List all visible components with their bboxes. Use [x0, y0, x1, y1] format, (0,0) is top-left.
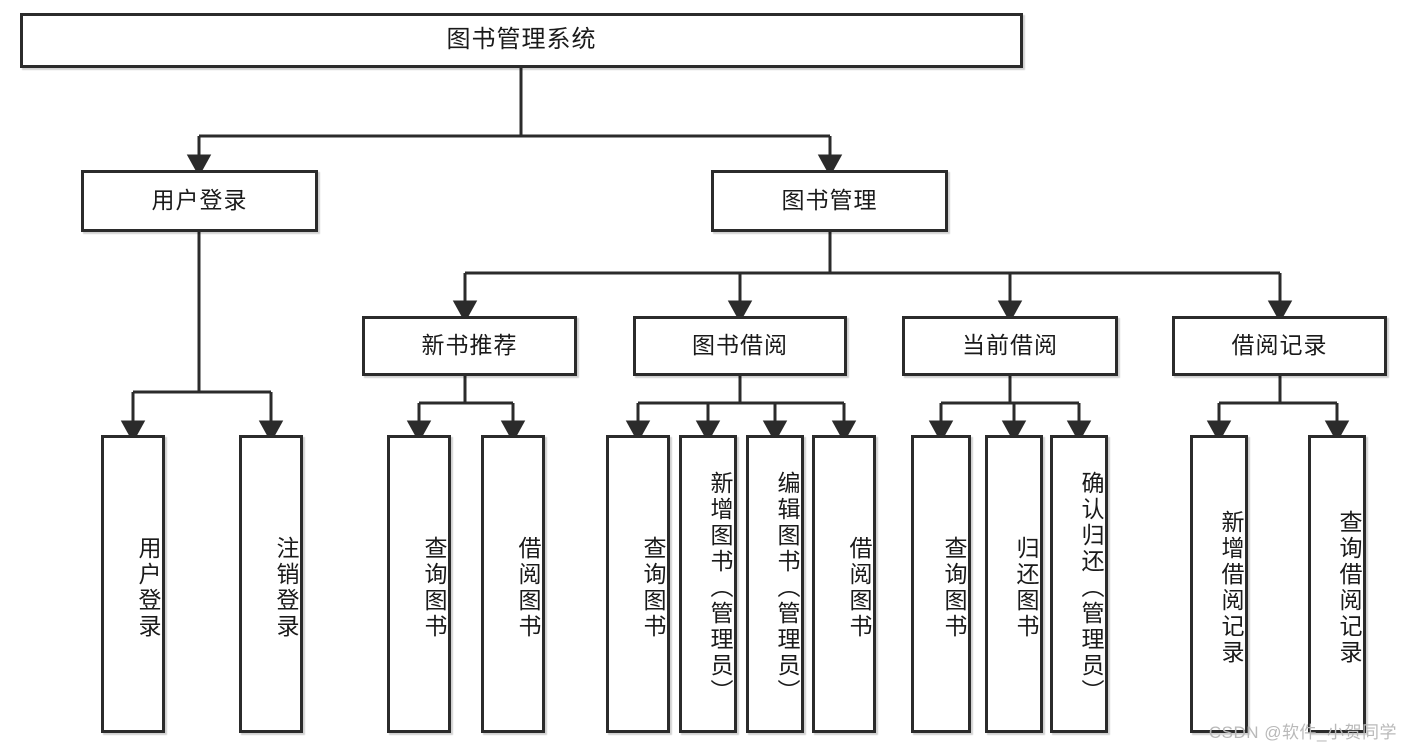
csdn-watermark: CSDN @软件_小贺同学 — [1208, 723, 1397, 742]
node-leaf-query-book-borrow[interactable]: 查询图书 — [606, 435, 670, 733]
node-root[interactable]: 图书管理系统 — [20, 13, 1023, 68]
node-leaf-borrow-book[interactable]: 借阅图书 — [812, 435, 876, 733]
node-leaf-borrow-book-newbook[interactable]: 借阅图书 — [481, 435, 545, 733]
node-leaf-add-book-admin[interactable]: 新增图书（管理员） — [679, 435, 737, 733]
node-level2-book-borrow[interactable]: 图书借阅 — [633, 316, 847, 376]
node-level2-book-borrow-label: 图书借阅 — [692, 332, 788, 359]
node-leaf-edit-book-admin[interactable]: 编辑图书（管理员） — [746, 435, 804, 733]
node-leaf-confirm-return-admin[interactable]: 确认归还（管理员） — [1050, 435, 1108, 733]
node-level2-current-borrow-label: 当前借阅 — [962, 332, 1058, 359]
node-leaf-logout-label: 注销登录 — [273, 536, 299, 640]
node-leaf-confirm-return-admin-label: 确认归还（管理员） — [1078, 471, 1104, 705]
node-leaf-logout[interactable]: 注销登录 — [239, 435, 303, 733]
node-leaf-query-borrow-record[interactable]: 查询借阅记录 — [1308, 435, 1366, 733]
node-level1-book-manage-label: 图书管理 — [781, 187, 878, 214]
node-root-label: 图书管理系统 — [446, 26, 597, 54]
node-level1-book-manage[interactable]: 图书管理 — [711, 170, 948, 232]
node-level1-user-login[interactable]: 用户登录 — [81, 170, 318, 232]
node-leaf-query-book-newbook[interactable]: 查询图书 — [387, 435, 451, 733]
node-leaf-query-book-borrow-label: 查询图书 — [640, 536, 666, 640]
node-level2-borrow-record-label: 借阅记录 — [1231, 332, 1328, 359]
node-leaf-borrow-book-newbook-label: 借阅图书 — [515, 536, 541, 640]
node-leaf-add-borrow-record-label: 新增借阅记录 — [1218, 510, 1244, 666]
node-leaf-return-book[interactable]: 归还图书 — [985, 435, 1043, 733]
node-level2-new-book-recommend-label: 新书推荐 — [421, 332, 518, 359]
node-leaf-query-borrow-record-label: 查询借阅记录 — [1336, 510, 1362, 666]
node-leaf-edit-book-admin-label: 编辑图书（管理员） — [774, 471, 800, 705]
node-leaf-query-book-current-label: 查询图书 — [941, 536, 967, 640]
node-level2-new-book-recommend[interactable]: 新书推荐 — [362, 316, 577, 376]
node-leaf-return-book-label: 归还图书 — [1013, 536, 1039, 640]
node-leaf-user-login[interactable]: 用户登录 — [101, 435, 165, 733]
node-leaf-borrow-book-label: 借阅图书 — [846, 536, 872, 640]
node-leaf-add-book-admin-label: 新增图书（管理员） — [707, 471, 733, 705]
node-leaf-add-borrow-record[interactable]: 新增借阅记录 — [1190, 435, 1248, 733]
node-level2-borrow-record[interactable]: 借阅记录 — [1172, 316, 1387, 376]
node-leaf-query-book-current[interactable]: 查询图书 — [911, 435, 971, 733]
node-level2-current-borrow[interactable]: 当前借阅 — [902, 316, 1118, 376]
node-leaf-query-book-newbook-label: 查询图书 — [421, 536, 447, 640]
node-leaf-user-login-label: 用户登录 — [135, 536, 161, 640]
node-level1-user-login-label: 用户登录 — [151, 187, 248, 214]
